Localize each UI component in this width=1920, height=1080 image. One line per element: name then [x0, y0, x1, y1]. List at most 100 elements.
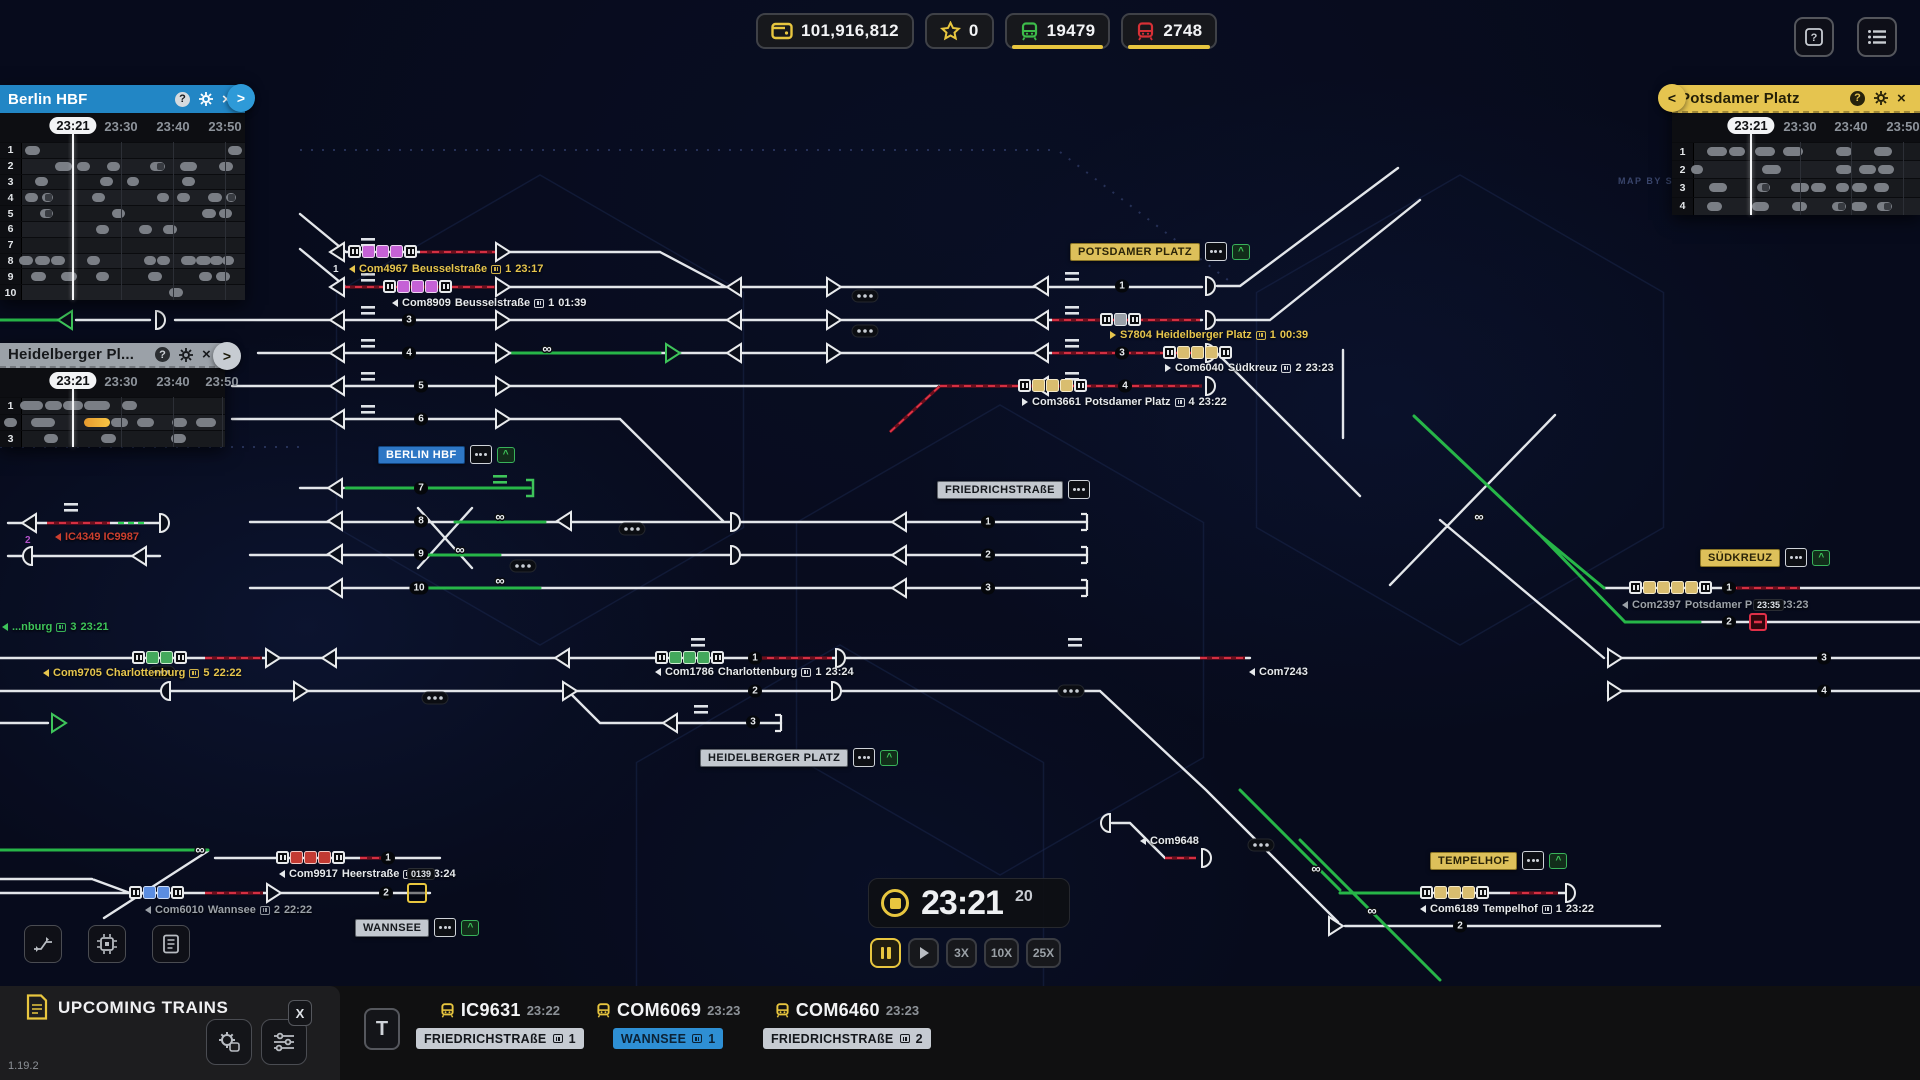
timetable-row[interactable]: 6	[0, 220, 245, 237]
schedule-block[interactable]	[1874, 183, 1889, 193]
signal-l[interactable]	[725, 276, 742, 298]
schedule-block[interactable]	[1792, 201, 1807, 211]
signal-l[interactable]	[328, 375, 345, 397]
timetable-row[interactable]: 3	[0, 430, 225, 447]
platform-number[interactable]: 1	[748, 651, 762, 665]
schedule-block[interactable]	[44, 434, 58, 444]
schedule-block[interactable]	[1877, 201, 1892, 211]
signal-l[interactable]	[328, 342, 345, 364]
platform-number[interactable]: 3	[1115, 346, 1129, 360]
tracks-routed[interactable]	[0, 318, 1702, 982]
train[interactable]	[383, 280, 452, 293]
schedule-block[interactable]	[20, 401, 43, 411]
timetable-row[interactable]: 2	[0, 413, 225, 431]
money-badge[interactable]: 101,916,812	[756, 13, 914, 49]
schedule-block[interactable]	[157, 193, 169, 203]
station-house-icon[interactable]	[853, 748, 876, 767]
station-collapse-caret[interactable]: ^	[1231, 243, 1250, 260]
schedule-block[interactable]	[45, 401, 62, 411]
station-house-icon[interactable]	[469, 445, 492, 464]
speed-10x-button[interactable]: 10X	[984, 938, 1019, 968]
platform-number[interactable]: 1	[1115, 279, 1129, 293]
schedule-block[interactable]	[127, 177, 139, 187]
schedule-block[interactable]	[122, 401, 137, 411]
schedule-block[interactable]	[1836, 183, 1849, 193]
schedule-block[interactable]	[1852, 183, 1867, 193]
schedule-block[interactable]	[1707, 147, 1727, 157]
schedule-block[interactable]	[4, 417, 17, 427]
signal-dl[interactable]	[1100, 812, 1111, 834]
schedule-block[interactable]	[1836, 165, 1852, 175]
signal-l[interactable]	[326, 543, 343, 565]
signal-l[interactable]	[661, 712, 678, 734]
signal-dr[interactable]	[1201, 847, 1212, 869]
signal-l[interactable]	[56, 309, 73, 331]
schedule-block[interactable]	[1755, 147, 1775, 157]
platform-number[interactable]: 1	[381, 851, 395, 865]
schedule-block[interactable]	[177, 193, 190, 203]
signal-r[interactable]	[1607, 647, 1624, 669]
platform-number[interactable]: 5	[414, 379, 428, 393]
speed-25x-button[interactable]: 25X	[1026, 938, 1061, 968]
signal-dr[interactable]	[730, 544, 741, 566]
selection-box[interactable]	[407, 883, 427, 903]
schedule-block[interactable]	[87, 256, 100, 266]
signal-r[interactable]	[495, 342, 512, 364]
platform-number[interactable]: 8	[414, 514, 428, 528]
signal-l[interactable]	[326, 510, 343, 532]
station-badge[interactable]: WANNSEE	[355, 918, 430, 937]
schedule-block[interactable]	[31, 417, 55, 427]
timetable-row[interactable]: 4	[0, 189, 245, 206]
station-badge[interactable]: POTSDAMER PLATZ	[1070, 242, 1200, 261]
signal-l[interactable]	[328, 309, 345, 331]
platform-number[interactable]: 3	[981, 581, 995, 595]
schedule-block[interactable]	[1832, 201, 1846, 211]
schedule-block[interactable]	[196, 417, 216, 427]
train[interactable]	[1420, 886, 1489, 899]
timetable-row[interactable]: 4	[1672, 196, 1920, 215]
schedule-block[interactable]	[172, 417, 187, 427]
timetable-row[interactable]: 7	[0, 236, 245, 253]
help-button[interactable]: ?	[1794, 17, 1834, 57]
schedule-block[interactable]	[101, 434, 116, 444]
station-house-icon[interactable]	[1067, 480, 1090, 499]
platform-number[interactable]: 10	[409, 581, 429, 595]
train[interactable]	[129, 886, 184, 899]
schedule-block[interactable]	[137, 417, 154, 427]
signal-l[interactable]	[1032, 275, 1049, 297]
schedule-block[interactable]	[112, 209, 125, 219]
schedule-block[interactable]	[35, 177, 48, 187]
platform-number[interactable]: 7	[414, 481, 428, 495]
pause-button[interactable]	[870, 938, 901, 968]
signal-l[interactable]	[1032, 309, 1049, 331]
signal-r[interactable]	[265, 647, 282, 669]
schedule-block[interactable]	[1752, 201, 1769, 211]
signal-dr[interactable]	[831, 680, 842, 702]
schedule-block[interactable]	[180, 161, 197, 171]
schedule-block[interactable]	[111, 417, 128, 427]
station-collapse-caret[interactable]: ^	[461, 919, 480, 936]
schedule-block[interactable]	[210, 256, 223, 266]
schedule-block[interactable]	[84, 401, 110, 411]
signal-r[interactable]	[495, 375, 512, 397]
schedule-block[interactable]	[208, 193, 222, 203]
schedule-block[interactable]	[1709, 183, 1727, 193]
schedule-block[interactable]	[1691, 165, 1703, 175]
panel-settings-icon[interactable]	[179, 347, 194, 362]
timetable-row[interactable]: 3	[1672, 178, 1920, 197]
signal-l[interactable]	[328, 408, 345, 430]
station-house-icon[interactable]	[434, 918, 457, 937]
trains-stopped-badge[interactable]: 2748	[1121, 13, 1218, 49]
schedule-block[interactable]	[19, 256, 33, 266]
signal-l[interactable]	[725, 342, 742, 364]
signal-l[interactable]	[553, 647, 570, 669]
signal-dr[interactable]	[835, 647, 846, 669]
signal-dr[interactable]	[1205, 275, 1216, 297]
train[interactable]	[1018, 379, 1087, 392]
